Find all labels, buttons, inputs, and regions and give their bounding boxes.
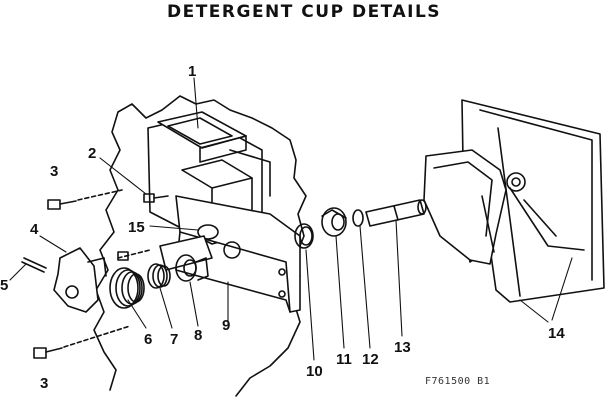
callout-6: 6	[144, 331, 152, 348]
callout-2: 2	[88, 145, 96, 162]
screw-housing	[143, 193, 169, 203]
callout-7: 7	[170, 331, 178, 348]
callout-3a: 3	[50, 163, 58, 180]
callout-8: 8	[194, 327, 202, 344]
cam	[321, 207, 347, 237]
callout-10: 10	[306, 363, 323, 380]
latch-lever	[159, 224, 219, 271]
callout-14: 14	[548, 325, 565, 342]
callout-3b: 3	[40, 375, 48, 392]
diagram-title: DETERGENT CUP DETAILS	[166, 2, 442, 22]
latch-pawl	[53, 247, 107, 313]
washer	[352, 209, 364, 227]
figure-code: F761500 B1	[425, 376, 491, 387]
shaft	[365, 199, 427, 227]
callout-11: 11	[336, 351, 352, 368]
spring-large	[109, 267, 145, 309]
callout-9: 9	[222, 317, 230, 334]
screw-lower	[33, 325, 131, 359]
seal-ring	[294, 223, 314, 249]
spring-small	[147, 263, 171, 289]
callout-12: 12	[362, 351, 379, 368]
spring-bushing	[175, 254, 209, 282]
callout-4: 4	[30, 221, 39, 238]
callout-5: 5	[0, 277, 8, 294]
callout-1: 1	[188, 63, 196, 80]
inner-door-panel	[93, 95, 307, 397]
callout-15: 15	[128, 219, 145, 236]
screw-upper	[47, 189, 123, 210]
detergent-cup-assembly	[423, 99, 605, 303]
leader-lines	[9, 77, 573, 361]
callout-13: 13	[394, 339, 411, 356]
screw-latch	[117, 251, 129, 261]
